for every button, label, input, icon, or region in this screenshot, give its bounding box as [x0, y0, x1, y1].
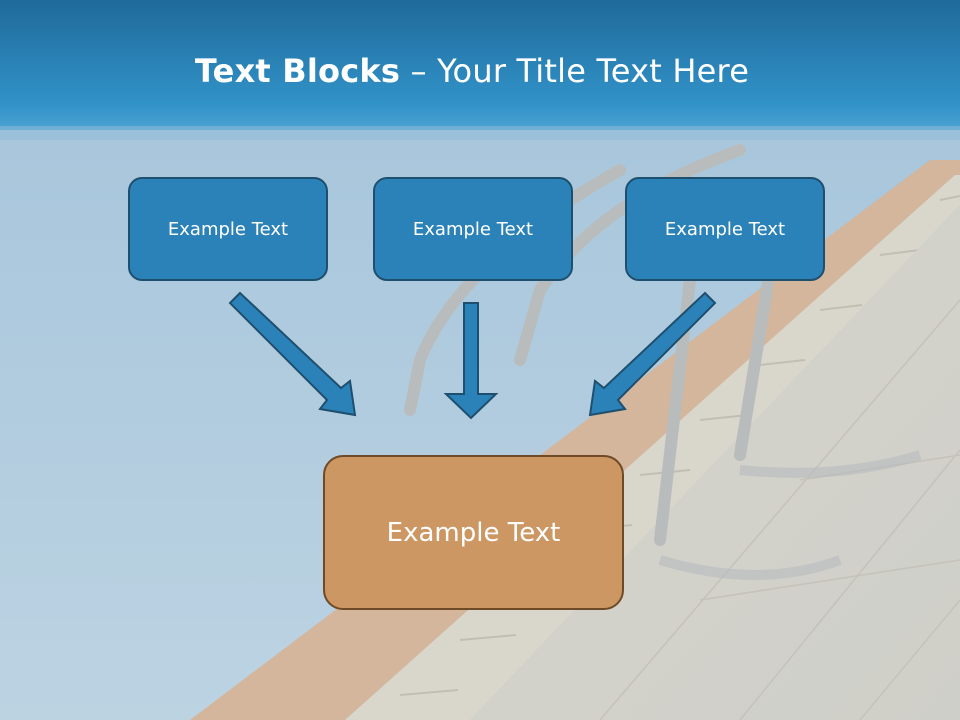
text-box-1-label: Example Text — [167, 218, 289, 240]
title-bold: Text Blocks — [194, 52, 401, 90]
text-box-3-label: Example Text — [664, 218, 786, 240]
text-box-1[interactable]: Example Text — [128, 177, 328, 281]
center-text-box[interactable]: Example Text — [323, 455, 624, 610]
text-box-3[interactable]: Example Text — [625, 177, 825, 281]
title-rest: Your Title Text Here — [437, 52, 750, 90]
center-text-box-label: Example Text — [386, 517, 561, 548]
text-box-2-label: Example Text — [412, 218, 534, 240]
deck-tile-lines — [599, 299, 960, 720]
slide-title: Text Blocks – Your Title Text Here — [0, 52, 944, 90]
title-dash: – — [400, 52, 438, 90]
text-box-2[interactable]: Example Text — [373, 177, 573, 281]
ladder-shadow — [658, 450, 922, 580]
